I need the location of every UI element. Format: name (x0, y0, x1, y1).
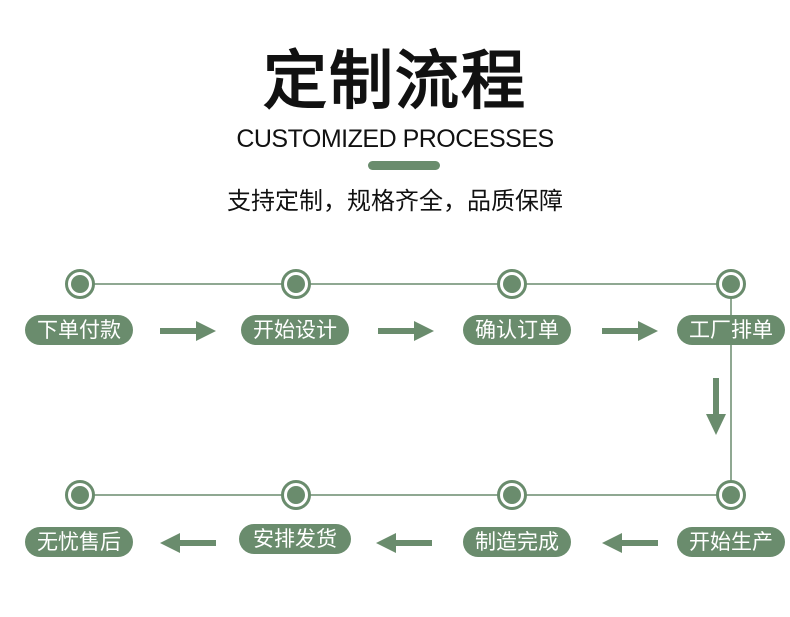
english-subtitle: CUSTOMIZED PROCESSES (236, 125, 554, 153)
arrow-left-icon (160, 533, 216, 553)
step-node-6 (497, 480, 527, 510)
arrow-down-icon (706, 378, 726, 435)
step-label-3: 确认订单 (463, 315, 571, 345)
step-label-5: 开始生产 (677, 527, 785, 557)
step-node-2 (281, 269, 311, 299)
step-node-3 (497, 269, 527, 299)
step-label-7: 安排发货 (239, 524, 351, 554)
step-label-6: 制造完成 (463, 527, 571, 557)
title-underline (368, 161, 440, 170)
arrow-right-icon (378, 321, 434, 341)
step-label-1: 下单付款 (25, 315, 133, 345)
page-title: 定制流程 (263, 45, 527, 119)
step-node-5 (716, 480, 746, 510)
tagline: 支持定制，规格齐全，品质保障 (227, 187, 563, 215)
arrow-left-icon (376, 533, 432, 553)
step-node-1 (65, 269, 95, 299)
arrow-right-icon (602, 321, 658, 341)
step-label-8: 无忧售后 (25, 527, 133, 557)
step-node-8 (65, 480, 95, 510)
arrow-left-icon (602, 533, 658, 553)
top-connector-line (80, 283, 730, 285)
step-label-2: 开始设计 (241, 315, 349, 345)
step-node-4 (716, 269, 746, 299)
arrow-right-icon (160, 321, 216, 341)
step-label-4: 工厂排单 (677, 315, 785, 345)
right-vertical-connector-line (730, 285, 732, 495)
bottom-connector-line (80, 494, 730, 496)
step-node-7 (281, 480, 311, 510)
